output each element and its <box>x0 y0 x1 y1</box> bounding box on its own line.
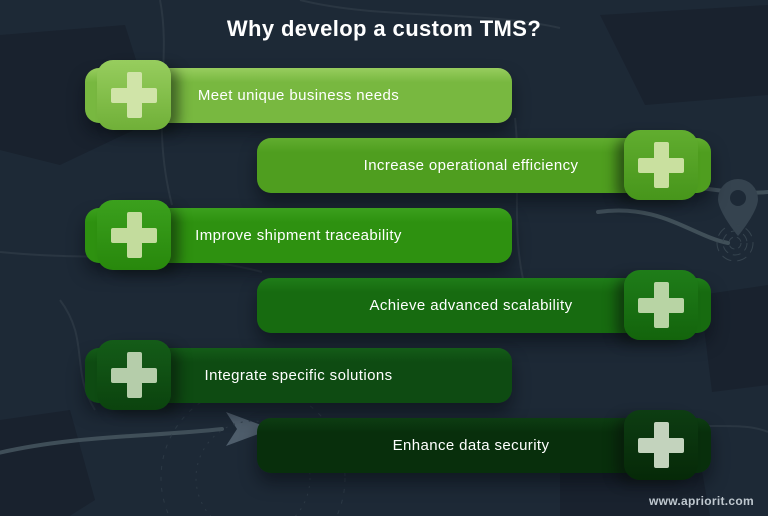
benefit-label: Increase operational efficiency <box>363 157 579 174</box>
radar-circles-icon <box>716 224 754 262</box>
plus-badge <box>97 340 171 410</box>
benefit-row-2: Increase operational efficiency <box>257 130 711 200</box>
plus-icon <box>638 282 684 328</box>
plus-badge <box>624 130 698 200</box>
benefit-bar: Increase operational efficiency <box>257 130 711 200</box>
benefit-bar: Integrate specific solutions <box>85 340 512 410</box>
plus-icon <box>638 422 684 468</box>
benefit-bar: Enhance data security <box>257 410 711 480</box>
benefit-bar: Improve shipment traceability <box>85 200 512 270</box>
plus-badge <box>624 410 698 480</box>
benefit-row-3: Improve shipment traceability <box>85 200 512 270</box>
plus-badge <box>97 60 171 130</box>
plus-badge <box>624 270 698 340</box>
plus-icon <box>111 72 157 118</box>
website-link: www.apriorit.com <box>648 494 754 508</box>
page-title: Why develop a custom TMS? <box>226 16 542 41</box>
plus-icon <box>111 212 157 258</box>
benefit-label: Improve shipment traceability <box>195 227 402 244</box>
benefit-label: Integrate specific solutions <box>204 367 393 384</box>
location-pin-icon <box>718 179 758 236</box>
plus-icon <box>638 142 684 188</box>
benefit-row-4: Achieve advanced scalability <box>257 270 711 340</box>
plus-badge <box>97 200 171 270</box>
benefit-label: Meet unique business needs <box>197 87 400 104</box>
benefit-row-1: Meet unique business needs <box>85 60 512 130</box>
benefit-row-5: Integrate specific solutions <box>85 340 512 410</box>
benefit-bar: Meet unique business needs <box>85 60 512 130</box>
benefit-label: Achieve advanced scalability <box>369 297 573 314</box>
benefit-bar: Achieve advanced scalability <box>257 270 711 340</box>
benefit-label: Enhance data security <box>392 437 550 454</box>
benefit-row-6: Enhance data security <box>257 410 711 480</box>
plus-icon <box>111 352 157 398</box>
